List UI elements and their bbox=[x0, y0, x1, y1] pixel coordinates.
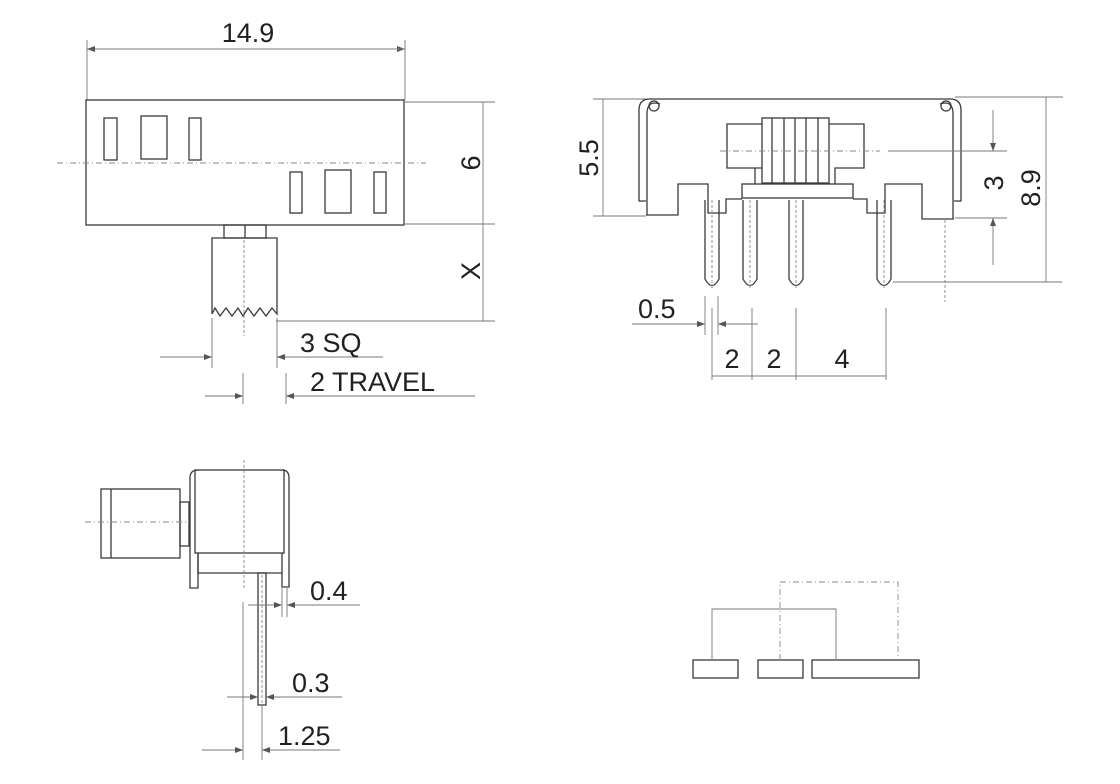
pitch-label-2: 2 bbox=[766, 344, 781, 374]
pin-length-label: 3 bbox=[979, 175, 1009, 190]
bracket-thickness-label: 0.4 bbox=[310, 576, 348, 606]
actuator-length-label: X bbox=[456, 262, 486, 280]
body-height-label: 5.5 bbox=[574, 139, 604, 177]
pad-3 bbox=[811, 659, 920, 679]
pin-offset-label: 1.25 bbox=[278, 721, 331, 751]
height-dimension-label: 6 bbox=[456, 155, 486, 170]
front-view: 5.5 bbox=[574, 96, 1063, 380]
pad-2 bbox=[757, 659, 804, 679]
switch-body-front bbox=[638, 98, 962, 220]
side-view: 0.4 0.3 1.25 bbox=[85, 460, 360, 760]
actuator-size-label: 3 SQ bbox=[300, 328, 362, 358]
pin-thickness-label: 0.3 bbox=[292, 668, 330, 698]
switch-body-top bbox=[85, 99, 405, 226]
pitch-label-3: 4 bbox=[834, 344, 849, 374]
pad-1 bbox=[692, 659, 739, 679]
travel-label: 2 TRAVEL bbox=[310, 367, 435, 397]
width-dimension-label: 14.9 bbox=[222, 18, 275, 48]
actuator-knob-side bbox=[100, 488, 181, 559]
actuator-top bbox=[211, 224, 278, 336]
housing-side bbox=[194, 469, 285, 554]
pitch-label-1: 2 bbox=[724, 344, 739, 374]
pins-front bbox=[704, 200, 946, 302]
total-height-label: 8.9 bbox=[1016, 169, 1046, 207]
top-view: 14.9 6 X 3 SQ 2 TRAVEL bbox=[57, 18, 495, 404]
pad-layout-schematic bbox=[692, 581, 920, 679]
pin-width-label: 0.5 bbox=[638, 294, 676, 324]
